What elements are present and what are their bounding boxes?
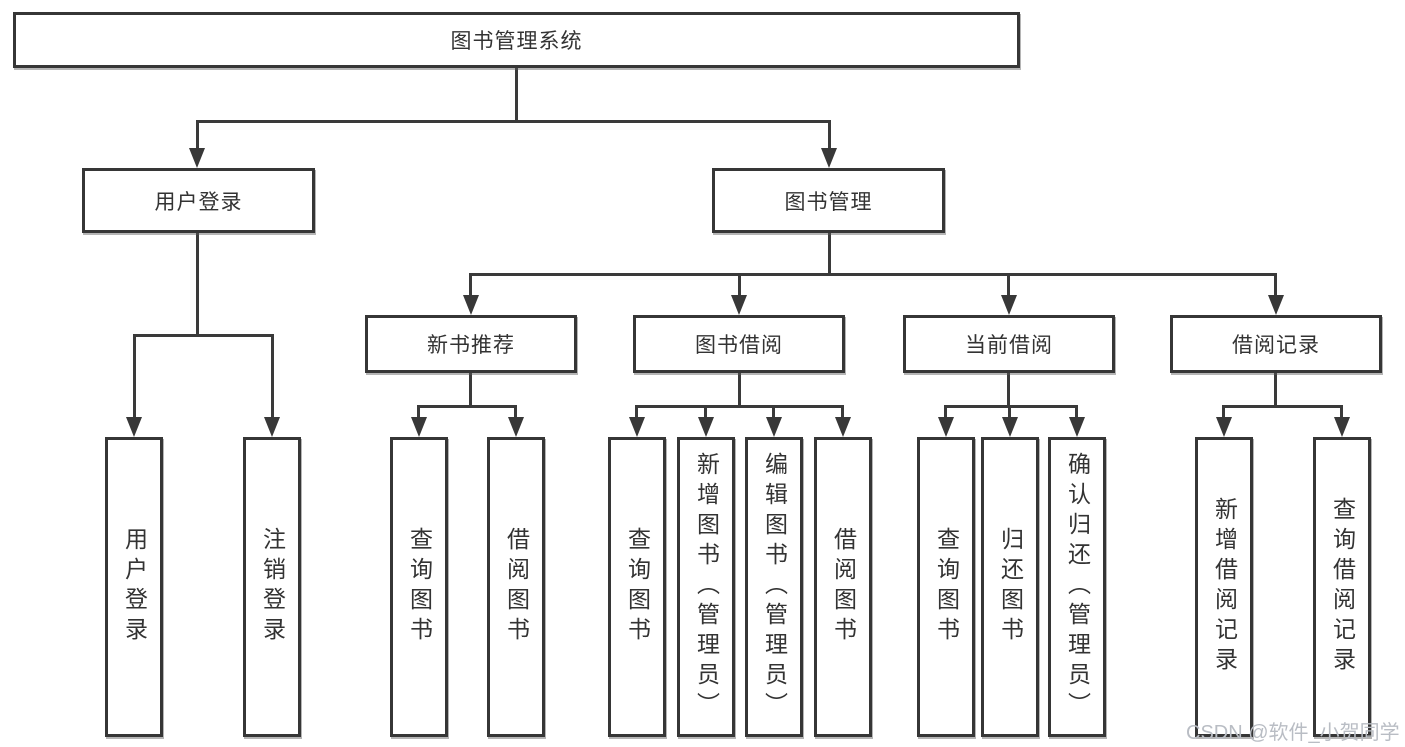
connector-g5-drop-1 (1222, 405, 1225, 419)
arrow-to-leaf-query-books-2 (629, 417, 645, 437)
arrow-to-leaf-query-borrow-record (1334, 417, 1350, 437)
arrow-to-new-book-recommend (463, 295, 479, 315)
arrow-to-leaf-query-books-1 (411, 417, 427, 437)
arrow-to-leaf-borrow-books-1 (508, 417, 524, 437)
leaf-query-books-2: 查询图书 (608, 437, 666, 737)
leaf-query-borrow-record: 查询借阅记录 (1313, 437, 1371, 737)
connector-g5-drop-2 (1340, 405, 1343, 419)
connector-drop-logout (271, 334, 274, 417)
node-user-login-branch: 用户登录 (82, 168, 315, 233)
node-root: 图书管理系统 (13, 12, 1020, 68)
leaf-query-books-3-label: 查询图书 (933, 527, 960, 647)
leaf-return-book: 归还图书 (981, 437, 1039, 737)
leaf-add-book-admin: 新增图书（管理员） (677, 437, 735, 737)
connector-root-stem (515, 68, 518, 123)
connector-drop-user-login (133, 334, 136, 417)
arrow-to-leaf-logout (264, 417, 280, 437)
connector-g5-stem (1274, 373, 1277, 407)
leaf-borrow-books-1: 借阅图书 (487, 437, 545, 737)
node-book-borrowing-label: 图书借阅 (695, 334, 783, 357)
node-book-borrowing: 图书借阅 (633, 315, 845, 373)
arrow-to-leaf-query-books-3 (938, 417, 954, 437)
leaf-user-login-label: 用户登录 (121, 527, 148, 647)
arrow-to-user-login-branch (189, 148, 205, 168)
leaf-query-borrow-record-label: 查询借阅记录 (1329, 497, 1356, 677)
connector-g2-drop-1 (417, 405, 420, 419)
connector-g2-stem (469, 373, 472, 407)
node-current-borrowing-label: 当前借阅 (965, 334, 1053, 357)
connector-g3-drop-3 (772, 405, 775, 419)
leaf-query-books-3: 查询图书 (917, 437, 975, 737)
arrow-to-leaf-add-book-admin (698, 417, 714, 437)
node-borrowing-records: 借阅记录 (1170, 315, 1382, 373)
arrow-to-leaf-add-borrow-record (1216, 417, 1232, 437)
arrow-to-leaf-confirm-return-admin (1069, 417, 1085, 437)
leaf-confirm-return-admin: 确认归还（管理员） (1048, 437, 1106, 737)
arrow-to-leaf-user-login (126, 417, 142, 437)
node-new-book-recommend-label: 新书推荐 (427, 334, 515, 357)
connector-g3-branch (635, 405, 844, 408)
csdn-watermark: CSDN @软件_小贺同学 (1186, 722, 1400, 744)
node-root-label: 图书管理系统 (450, 30, 583, 53)
leaf-return-book-label: 归还图书 (997, 527, 1024, 647)
leaf-logout-label: 注销登录 (259, 527, 286, 647)
leaf-logout: 注销登录 (243, 437, 301, 737)
leaf-query-books-1: 查询图书 (390, 437, 448, 737)
connector-drop-bookmgmt (828, 120, 831, 150)
leaf-edit-book-admin-label: 编辑图书（管理员） (761, 452, 788, 722)
connector-g3-drop-1 (635, 405, 638, 419)
connector-g4-drop-1 (944, 405, 947, 419)
leaf-add-book-admin-label: 新增图书（管理员） (693, 452, 720, 722)
arrow-to-leaf-return-book (1002, 417, 1018, 437)
connector-g3-stem (738, 373, 741, 407)
connector-g4-stem (1007, 373, 1010, 407)
arrow-to-book-borrowing (731, 295, 747, 315)
connector-l2-branch (196, 120, 831, 123)
connector-l3-branch (469, 273, 1277, 276)
leaf-query-books-1-label: 查询图书 (406, 527, 433, 647)
leaf-user-login: 用户登录 (105, 437, 163, 737)
connector-drop-l3-1 (469, 273, 472, 299)
arrow-to-book-management (821, 148, 837, 168)
node-book-management-label: 图书管理 (784, 190, 873, 214)
connector-drop-user (196, 120, 199, 150)
connector-g5-branch (1222, 405, 1343, 408)
node-book-management: 图书管理 (712, 168, 945, 233)
connector-drop-l3-2 (738, 273, 741, 299)
arrow-to-leaf-borrow-books-2 (835, 417, 851, 437)
node-borrowing-records-label: 借阅记录 (1232, 334, 1320, 357)
node-new-book-recommend: 新书推荐 (365, 315, 577, 373)
leaf-confirm-return-admin-label: 确认归还（管理员） (1064, 452, 1091, 722)
connector-user-branch (133, 334, 274, 337)
node-current-borrowing: 当前借阅 (903, 315, 1115, 373)
connector-book-stem (828, 233, 831, 275)
leaf-borrow-books-2: 借阅图书 (814, 437, 872, 737)
connector-g4-branch (944, 405, 1078, 408)
connector-drop-l3-3 (1007, 273, 1010, 299)
arrow-to-borrowing-records (1268, 295, 1284, 315)
leaf-add-borrow-record: 新增借阅记录 (1195, 437, 1253, 737)
node-user-login-branch-label: 用户登录 (154, 190, 243, 214)
arrow-to-leaf-edit-book-admin (766, 417, 782, 437)
connector-g3-drop-2 (704, 405, 707, 419)
connector-g2-drop-2 (514, 405, 517, 419)
leaf-edit-book-admin: 编辑图书（管理员） (745, 437, 803, 737)
connector-user-stem (196, 233, 199, 336)
connector-drop-l3-4 (1274, 273, 1277, 299)
connector-g2-branch (417, 405, 517, 408)
leaf-add-borrow-record-label: 新增借阅记录 (1211, 497, 1238, 677)
connector-g4-drop-3 (1075, 405, 1078, 419)
connector-g3-drop-4 (841, 405, 844, 419)
arrow-to-current-borrowing (1001, 295, 1017, 315)
leaf-borrow-books-1-label: 借阅图书 (503, 527, 530, 647)
leaf-query-books-2-label: 查询图书 (624, 527, 651, 647)
connector-g4-drop-2 (1008, 405, 1011, 419)
leaf-borrow-books-2-label: 借阅图书 (830, 527, 857, 647)
